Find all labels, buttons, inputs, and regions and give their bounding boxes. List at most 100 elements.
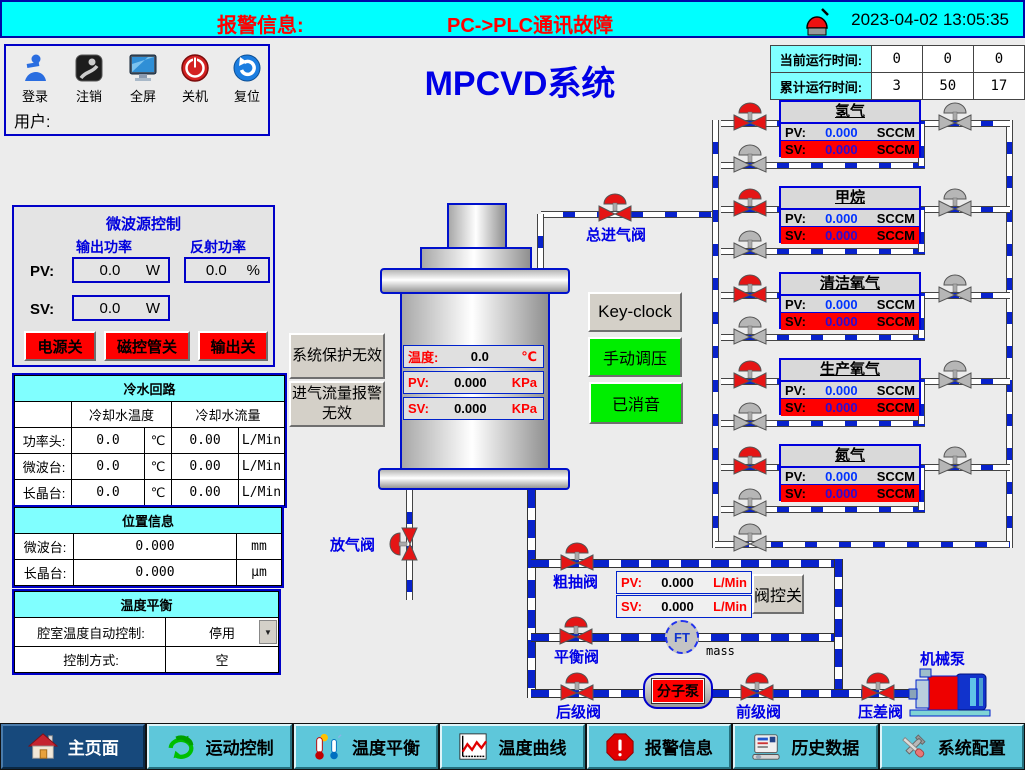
mute-status-button[interactable]: 已消音 xyxy=(589,382,683,424)
reset-button[interactable]: 复位 xyxy=(222,52,272,105)
gas-pv-unit: SCCM xyxy=(876,296,915,312)
mw-reflect-value: 0.0 xyxy=(205,261,227,279)
gas-inlet-valve[interactable] xyxy=(733,187,767,217)
pipe xyxy=(531,559,842,568)
nav-motion-control[interactable]: 运动控制 xyxy=(147,724,292,769)
shutdown-label: 关机 xyxy=(181,89,208,104)
foreline-valve[interactable] xyxy=(740,671,774,701)
gas-name: 清洁氧气 xyxy=(781,274,919,296)
position-row-label: 微波台: xyxy=(14,533,74,560)
cooling-flow-unit: L/Min xyxy=(238,453,285,480)
backing-valve-label: 后级阀 xyxy=(556,704,602,721)
gas-sv-value: 0.000 xyxy=(825,314,858,329)
cooling-temp-value: 0.0 xyxy=(71,427,145,454)
vacuum-sv-row[interactable]: SV: 0.000 L/Min xyxy=(616,595,752,618)
gas-bypass-valve[interactable] xyxy=(733,315,767,345)
key-clock-button[interactable]: Key-clock xyxy=(588,292,682,332)
gas-inlet-valve[interactable] xyxy=(733,359,767,389)
nav-home-label: 主页面 xyxy=(67,739,119,758)
logout-button[interactable]: 注销 xyxy=(64,52,114,105)
chamber-sv-unit: KPa xyxy=(511,401,537,416)
nav-home[interactable]: 主页面 xyxy=(1,724,146,769)
pipe xyxy=(715,541,1010,548)
gas-outlet-valve[interactable] xyxy=(938,101,972,131)
gas-inlet-valve[interactable] xyxy=(733,273,767,303)
position-table: 位置信息 微波台: 0.000 mm 长晶台: 0.000 μm xyxy=(14,507,282,586)
gas-sv-label: SV: xyxy=(785,228,806,243)
table-row: 微波台: 0.000 mm xyxy=(14,533,282,560)
runtime-current-m: 0 xyxy=(921,45,974,73)
nav-temp-curve[interactable]: 温度曲线 xyxy=(440,724,585,769)
chevron-down-icon[interactable]: ▼ xyxy=(259,620,277,644)
cooling-empty-cell xyxy=(14,401,72,428)
gas-bypass-valve[interactable] xyxy=(733,143,767,173)
vacuum-pv-label: PV: xyxy=(621,575,642,590)
valve-control-button[interactable]: 阀控关 xyxy=(752,574,804,614)
nav-alarm-info[interactable]: 报警信息 xyxy=(586,724,732,769)
cooling-temp-unit: ℃ xyxy=(144,427,172,454)
reactor-top-cylinder xyxy=(447,203,507,249)
shutdown-button[interactable]: 关机 xyxy=(170,52,220,105)
fullscreen-button[interactable]: 全屏 xyxy=(118,52,168,105)
flow-transmitter-indicator: FT xyxy=(665,620,699,654)
output-off-button[interactable]: 输出关 xyxy=(198,331,268,361)
rough-pump-valve[interactable] xyxy=(560,541,594,571)
gas-sv-value: 0.000 xyxy=(825,142,858,157)
vent-valve[interactable] xyxy=(388,527,418,561)
gas-panel: 生产氧气 PV: 0.000 SCCM SV: 0.000 SCCM xyxy=(779,358,921,416)
runtime-table: 当前运行时间: 0 0 0 累计运行时间: 3 50 17 xyxy=(770,45,1025,100)
cooling-temp-unit: ℃ xyxy=(144,453,172,480)
differential-valve[interactable] xyxy=(861,671,895,701)
gas-bypass-valve[interactable] xyxy=(733,487,767,517)
table-row: 控制方式: 空 xyxy=(14,646,279,673)
auto-control-dropdown[interactable]: 停用 ▼ xyxy=(165,617,279,647)
gas-outlet-valve[interactable] xyxy=(938,359,972,389)
gas-bypass-valve[interactable] xyxy=(733,401,767,431)
gas-pv-unit: SCCM xyxy=(876,468,915,484)
pipe xyxy=(721,506,925,513)
mechanical-pump-label: 机械泵 xyxy=(920,651,966,668)
vacuum-sv-label: SV: xyxy=(621,599,642,614)
mw-sv-label: SV: xyxy=(30,301,55,318)
intake-flow-alarm-button[interactable]: 进气流量报警无效 xyxy=(289,381,385,427)
position-value: 0.000 xyxy=(73,559,237,586)
login-button[interactable]: 登录 xyxy=(10,52,60,105)
system-protect-button[interactable]: 系统保护无效 xyxy=(289,333,385,379)
gas-bypass-valve[interactable] xyxy=(733,229,767,259)
magnetron-off-button[interactable]: 磁控管关 xyxy=(104,331,190,361)
nav-system-config[interactable]: 系统配置 xyxy=(879,724,1024,769)
chamber-pv-value: 0.000 xyxy=(454,375,487,390)
gas-sv-row[interactable]: SV: 0.000 SCCM xyxy=(781,312,919,330)
gas-inlet-valve[interactable] xyxy=(733,445,767,475)
gas-sv-row[interactable]: SV: 0.000 SCCM xyxy=(781,398,919,416)
gas-outlet-valve[interactable] xyxy=(938,273,972,303)
reflect-power-col: 反射功率 xyxy=(190,239,246,255)
backing-valve[interactable] xyxy=(560,671,594,701)
pipe xyxy=(531,689,919,698)
pipe xyxy=(721,162,925,169)
gas-outlet-valve[interactable] xyxy=(938,187,972,217)
gas-inlet-valve[interactable] xyxy=(733,101,767,131)
gas-sv-row[interactable]: SV: 0.000 SCCM xyxy=(781,226,919,244)
vacuum-pv-value: 0.000 xyxy=(661,575,694,590)
balance-valve[interactable] xyxy=(559,615,593,645)
nav-history-data[interactable]: 历史数据 xyxy=(733,724,878,769)
vacuum-pv-unit: L/Min xyxy=(713,575,747,590)
chamber-sv-row[interactable]: SV: 0.000 KPa xyxy=(403,397,544,420)
pipe xyxy=(721,248,925,255)
gas-sv-row[interactable]: SV: 0.000 SCCM xyxy=(781,140,919,158)
manual-pressure-button[interactable]: 手动调压 xyxy=(588,337,682,377)
runtime-total-s: 17 xyxy=(972,72,1025,100)
molecular-pump[interactable]: 分子泵 xyxy=(643,673,713,709)
gas-sv-label: SV: xyxy=(785,400,806,415)
gas-return-valve[interactable] xyxy=(733,522,767,552)
mechanical-pump-icon[interactable] xyxy=(908,664,992,718)
mw-output-sv-field[interactable]: 0.0 W xyxy=(72,295,170,321)
nav-motion-label: 运动控制 xyxy=(205,739,274,758)
gas-sv-row[interactable]: SV: 0.000 SCCM xyxy=(781,484,919,502)
tools-icon xyxy=(901,733,926,758)
power-off-button[interactable]: 电源关 xyxy=(24,331,96,361)
gas-panel: 氮气 PV: 0.000 SCCM SV: 0.000 SCCM xyxy=(779,444,921,502)
gas-outlet-valve[interactable] xyxy=(938,445,972,475)
nav-temp-balance[interactable]: 温度平衡 xyxy=(293,724,439,769)
